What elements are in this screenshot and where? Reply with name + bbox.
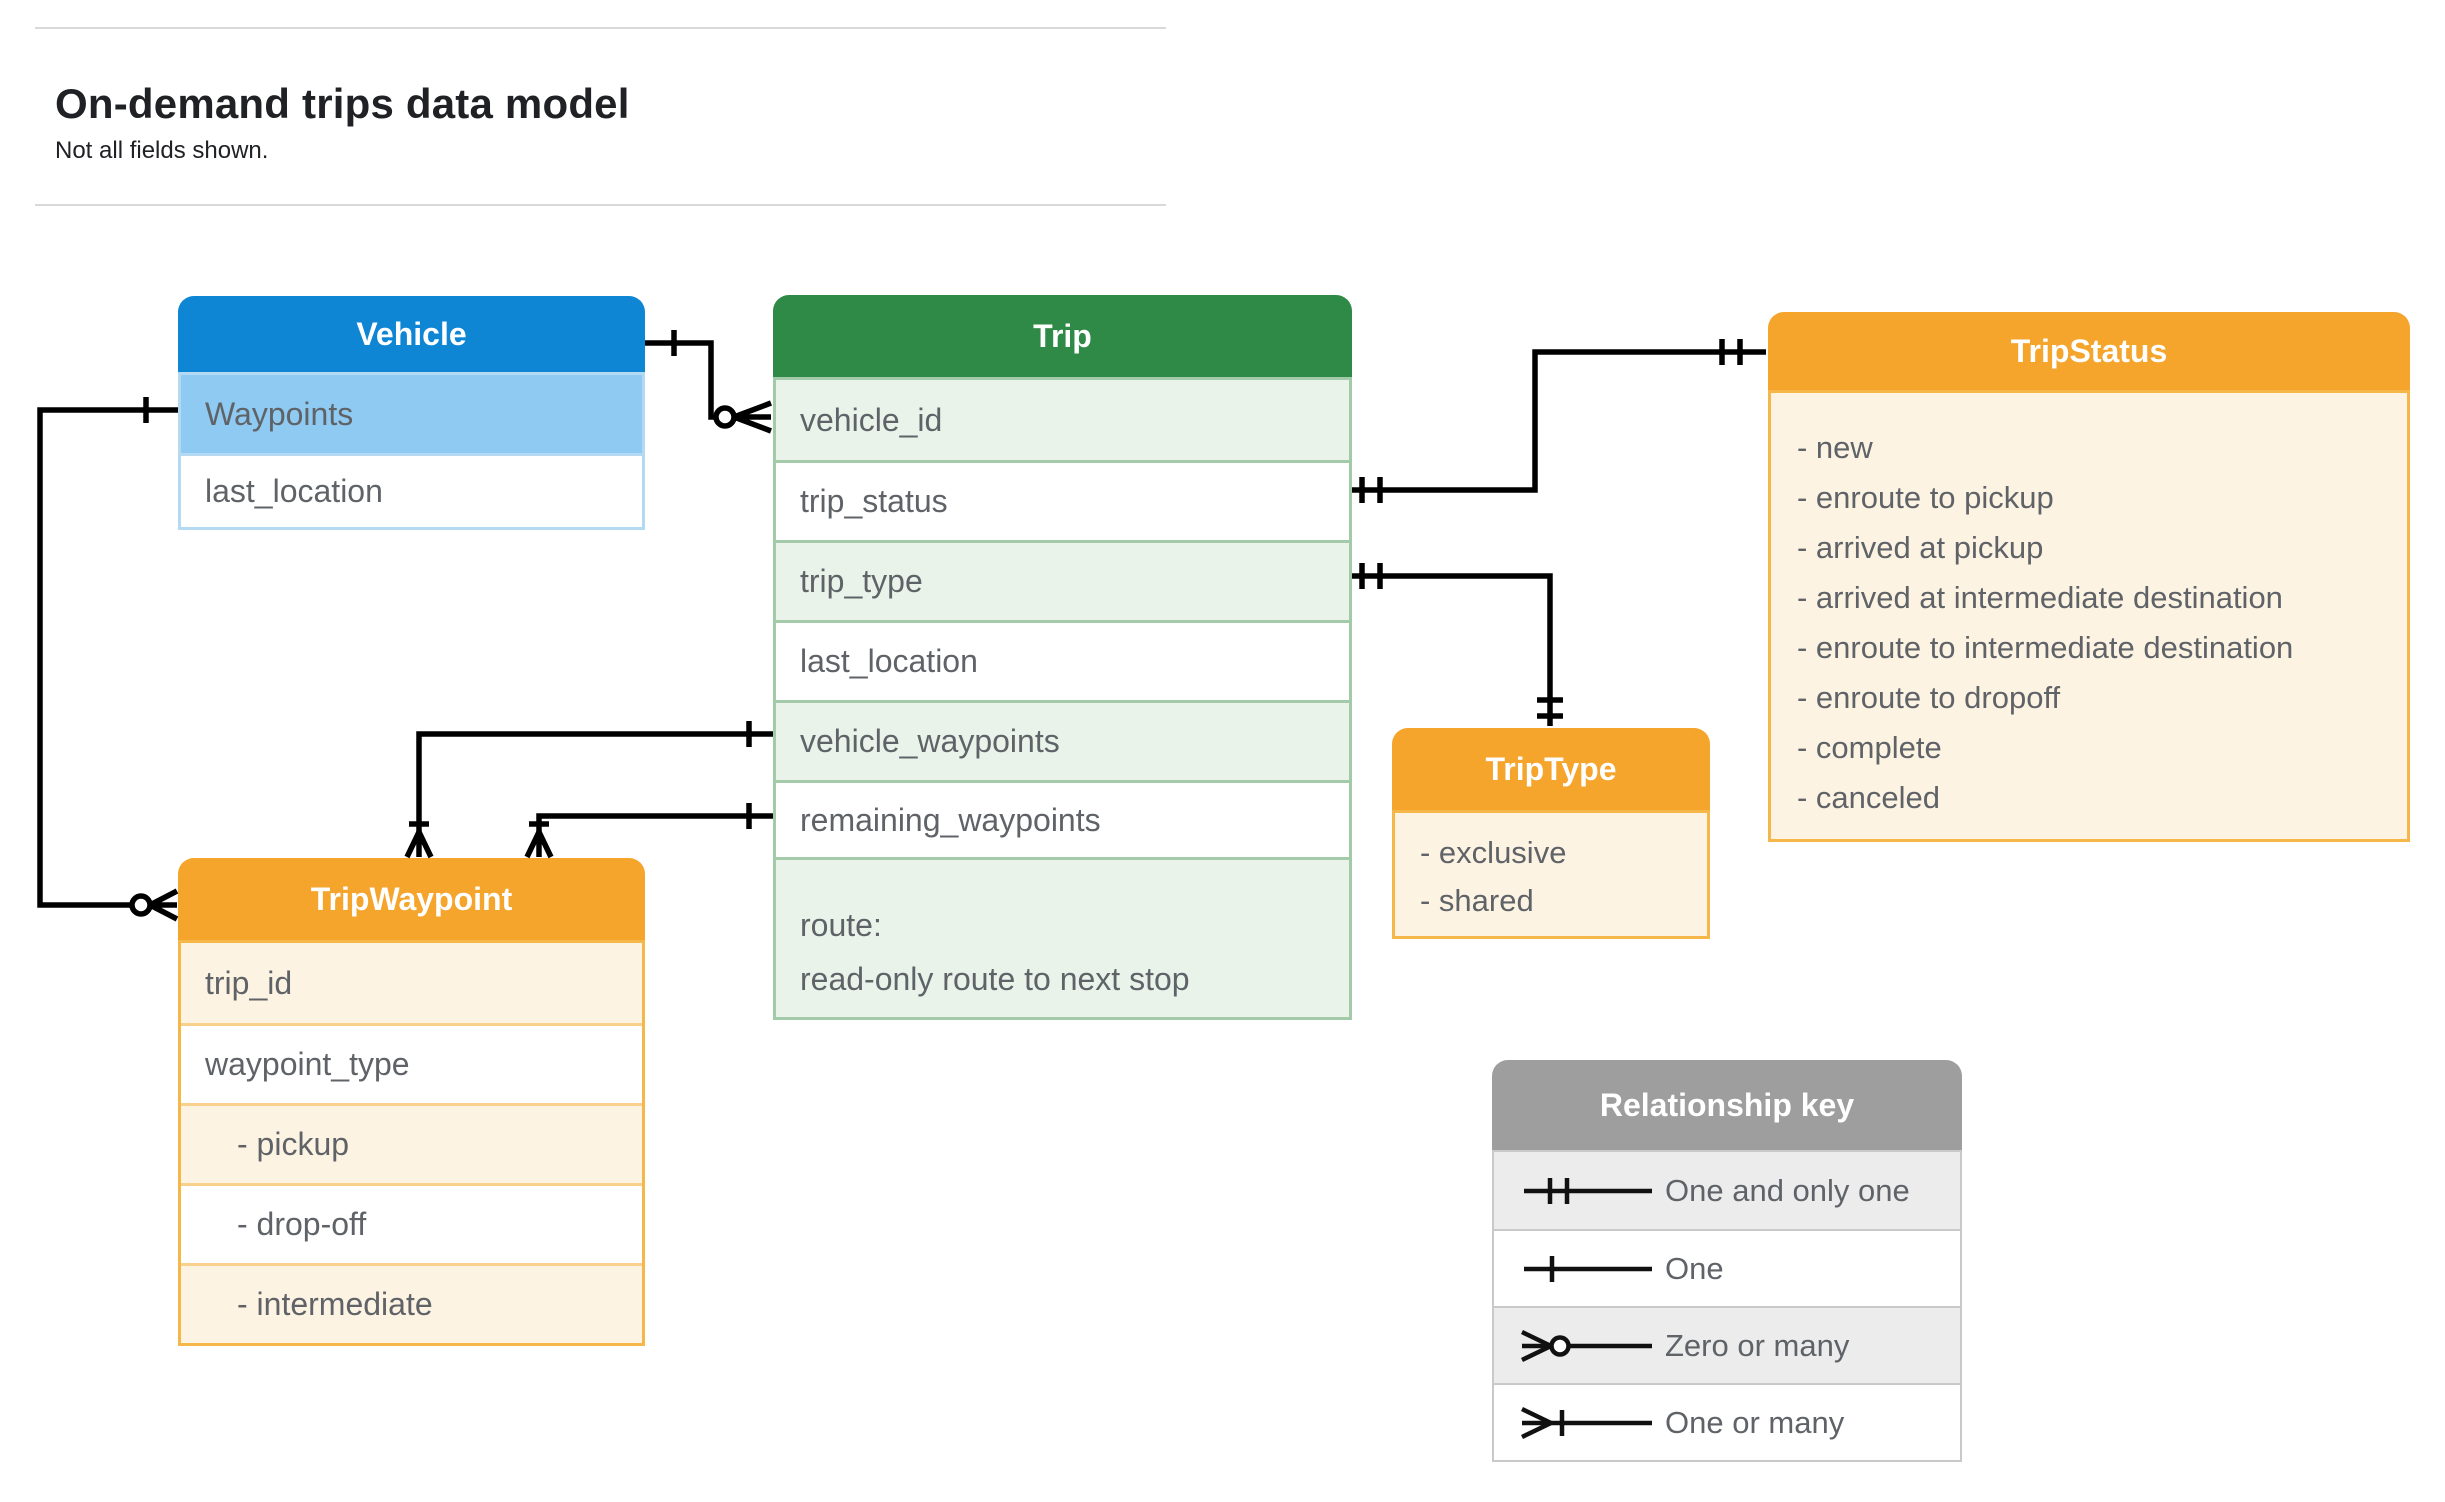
entity-triptype-title: TripType: [1392, 728, 1710, 810]
key-row-one-or-many: One or many: [1494, 1383, 1960, 1460]
relationship-key-title: Relationship key: [1492, 1060, 1962, 1150]
title-bottom-divider: [35, 204, 1166, 206]
one-icon: [1494, 1249, 1665, 1289]
connector-vehicle-to-trip: [645, 330, 772, 434]
connector-trip-remaining-waypoints-to-tripwaypoint: [524, 803, 773, 859]
entity-vehicle: Vehicle Waypoints last_location: [178, 296, 645, 530]
field-last-location: last_location: [181, 453, 642, 527]
key-label: One: [1665, 1250, 1724, 1286]
entity-tripwaypoint-body: trip_id waypoint_type - pickup - drop-of…: [178, 940, 645, 1346]
connector-vehicle-waypoints-to-tripwaypoint: [37, 397, 179, 922]
field-trip-type: trip_type: [776, 540, 1349, 620]
field-vehicle-waypoints: vehicle_waypoints: [776, 700, 1349, 780]
tripstatus-value-new: - new: [1797, 430, 1873, 465]
field-route-line1: route:: [800, 907, 882, 943]
field-trip-id: trip_id: [181, 943, 642, 1023]
entity-triptype: TripType - exclusive - shared: [1392, 728, 1710, 939]
relationship-key-body: One and only one One: [1492, 1150, 1962, 1462]
one-and-only-one-icon: [1494, 1171, 1665, 1211]
entity-trip-title: Trip: [773, 295, 1352, 377]
tripstatus-value-complete: - complete: [1797, 730, 1942, 765]
entity-trip: Trip vehicle_id trip_status trip_type la…: [773, 295, 1352, 1020]
key-row-zero-or-many: Zero or many: [1494, 1306, 1960, 1383]
page-subtitle: Not all fields shown.: [55, 137, 269, 164]
connector-trip-to-tripstatus: [1352, 339, 1766, 503]
triptype-value-exclusive: - exclusive: [1420, 835, 1567, 870]
tripstatus-value-enroute-pickup: - enroute to pickup: [1797, 480, 2054, 515]
field-waypoint-intermediate: - intermediate: [181, 1263, 642, 1343]
key-label: One and only one: [1665, 1172, 1910, 1208]
entity-trip-body: vehicle_id trip_status trip_type last_lo…: [773, 377, 1352, 1020]
tripstatus-value-arrived-pickup: - arrived at pickup: [1797, 530, 2044, 565]
key-label: Zero or many: [1665, 1327, 1850, 1363]
triptype-value-shared: - shared: [1420, 883, 1534, 918]
field-waypoint-type: waypoint_type: [181, 1023, 642, 1103]
field-waypoint-dropoff: - drop-off: [181, 1183, 642, 1263]
connector-trip-to-triptype: [1352, 563, 1563, 726]
field-route: route: read-only route to next stop: [776, 857, 1349, 1017]
entity-tripstatus-body: - new - enroute to pickup - arrived at p…: [1768, 390, 2410, 842]
key-row-one: One: [1494, 1229, 1960, 1306]
entity-tripstatus-title: TripStatus: [1768, 312, 2410, 390]
field-remaining-waypoints: remaining_waypoints: [776, 780, 1349, 857]
field-route-line2: read-only route to next stop: [800, 961, 1190, 997]
entity-vehicle-body: Waypoints last_location: [178, 372, 645, 530]
page-title: On-demand trips data model: [55, 80, 630, 127]
field-vehicle-id: vehicle_id: [776, 380, 1349, 460]
key-row-one-and-only-one: One and only one: [1494, 1152, 1960, 1229]
entity-tripwaypoint-title: TripWaypoint: [178, 858, 645, 940]
tripstatus-value-arrived-intermediate: - arrived at intermediate destination: [1797, 580, 2283, 615]
connector-trip-vehicle-waypoints-to-tripwaypoint: [404, 721, 773, 859]
zero-or-many-icon: [1494, 1326, 1665, 1366]
field-waypoint-pickup: - pickup: [181, 1103, 642, 1183]
relationship-key: Relationship key One and only one: [1492, 1060, 1962, 1462]
entity-tripwaypoint: TripWaypoint trip_id waypoint_type - pic…: [178, 858, 645, 1346]
tripstatus-value-enroute-intermediate: - enroute to intermediate destination: [1797, 630, 2294, 665]
field-trip-last-location: last_location: [776, 620, 1349, 700]
tripstatus-value-enroute-dropoff: - enroute to dropoff: [1797, 680, 2061, 715]
tripstatus-value-canceled: - canceled: [1797, 780, 1941, 815]
entity-tripstatus: TripStatus - new - enroute to pickup - a…: [1768, 312, 2410, 842]
top-divider: [35, 27, 1166, 29]
one-or-many-icon: [1494, 1403, 1665, 1443]
field-trip-status: trip_status: [776, 460, 1349, 540]
entity-triptype-body: - exclusive - shared: [1392, 810, 1710, 939]
key-label: One or many: [1665, 1404, 1845, 1440]
entity-vehicle-title: Vehicle: [178, 296, 645, 372]
field-waypoints: Waypoints: [181, 375, 642, 453]
